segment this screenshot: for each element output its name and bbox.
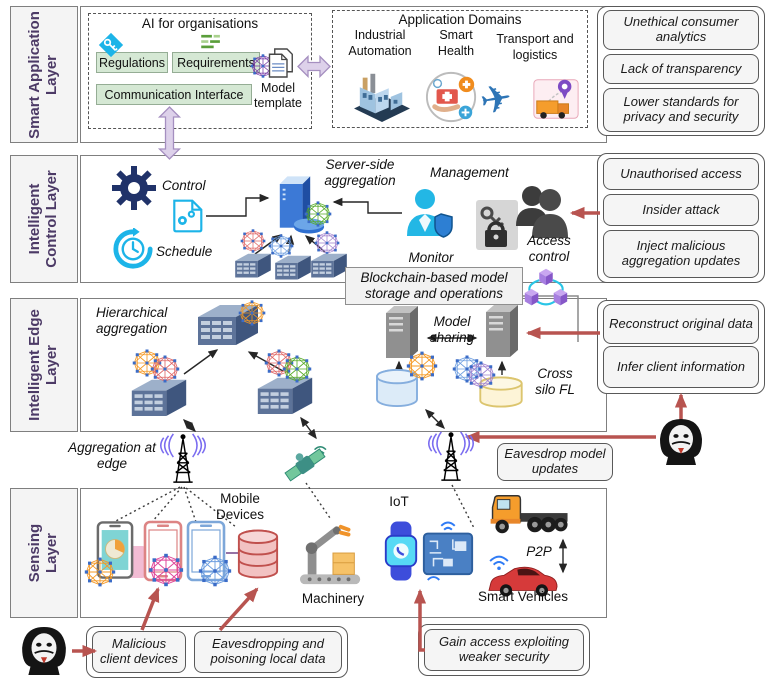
key-diamond-icon <box>98 32 124 58</box>
device-model-mesh-icon <box>84 556 116 588</box>
sensing-layer-strip: Sensing Layer <box>10 488 78 618</box>
cross-silo-fl-label: Cross silo FL <box>535 365 575 397</box>
smart-health-label: Smart Health <box>437 28 475 58</box>
schedule-label: Schedule <box>156 244 213 259</box>
base-station-icon <box>156 430 210 486</box>
edge-layer-label: Intelligent Edge Layer <box>26 309 60 421</box>
sensing-layer-label: Sensing Layer <box>26 523 60 583</box>
app-domain-flow-arrow-icon <box>297 55 331 78</box>
wifi-icon <box>489 555 509 570</box>
robot-arm-icon <box>299 524 361 585</box>
circuit-board-icon <box>422 521 474 581</box>
transport-logistics-label: Transport and logistics <box>496 32 574 62</box>
smart-vehicles-label: Smart Vehicles <box>477 588 569 604</box>
requirements-module: Requirements <box>172 52 260 73</box>
monitor-admin-icon <box>407 189 453 238</box>
model-sharing-label: Model sharing <box>429 313 475 345</box>
access-control-icon <box>476 186 568 250</box>
threat-eavesdropping-poisoning: Eavesdropping and poisoning local data <box>194 631 342 673</box>
regulations-module: Regulations <box>96 52 168 73</box>
transport-truck-map-icon <box>533 79 579 119</box>
blockchain-icon <box>524 268 568 306</box>
application-domains-title: Application Domains <box>398 11 522 27</box>
threat-inject-malicious-updates: Inject malicious aggregation updates <box>603 230 759 278</box>
app-layer-label: Smart Application Layer <box>26 10 60 139</box>
base-station-icon <box>424 428 478 484</box>
silo-model-mesh-icon <box>406 350 438 382</box>
requirements-icon <box>201 34 220 49</box>
threat-infer-client-info: Infer client information <box>603 346 759 388</box>
application-domains-box <box>332 10 588 128</box>
communication-interface-module: Communication Interface <box>96 84 252 105</box>
threat-gain-access: Gain access exploiting weaker security <box>424 629 584 671</box>
edge-layer-strip: Intelligent Edge Layer <box>10 298 78 432</box>
smartwatch-icon <box>384 521 418 581</box>
worker-server-icon <box>234 250 272 280</box>
threat-lower-standards: Lower standards for privacy and security <box>603 88 759 132</box>
smart-health-icon <box>425 71 477 123</box>
satellite-icon <box>284 446 327 482</box>
aggregated-model-mesh-icon <box>304 200 332 228</box>
silo-model-mesh-icon <box>466 360 496 390</box>
p2p-label: P2P <box>526 543 552 559</box>
control-layer-strip: Intelligent Control Layer <box>10 155 78 283</box>
industrial-automation-label: Industrial Automation <box>348 28 412 58</box>
worker-server-icon <box>310 250 348 280</box>
worker-server-icon <box>274 252 312 282</box>
hierarchical-aggregation-label: Hierarchical aggregation <box>96 305 168 337</box>
control-layer-label: Intelligent Control Layer <box>26 170 60 268</box>
management-label: Management <box>430 165 509 180</box>
threat-eavesdrop-updates: Eavesdrop model updates <box>497 443 613 481</box>
plane-icon: ✈ <box>476 76 516 124</box>
hacker-icon <box>20 626 68 676</box>
factory-icon <box>354 73 410 122</box>
smart-car-icon <box>488 566 558 597</box>
edge-model-mesh-icon <box>238 299 266 327</box>
threat-insider-attack: Insider attack <box>603 194 759 226</box>
device-model-mesh-icon <box>198 554 232 588</box>
silo-server-icon <box>482 305 522 359</box>
server-side-aggregation-label: Server-side aggregation <box>324 156 396 188</box>
iot-label: IoT <box>389 493 409 509</box>
edge-model-mesh-icon <box>282 354 312 384</box>
aggregation-at-edge-label: Aggregation at edge <box>68 439 156 471</box>
access-control-label: Access control <box>527 232 571 264</box>
monitor-label: Monitor <box>408 249 454 265</box>
app-control-flow-arrow-icon <box>157 106 182 160</box>
schedule-clock-icon <box>113 228 153 269</box>
model-template-label: Model template <box>254 80 302 110</box>
truck-icon <box>490 495 568 534</box>
mobile-devices-label: Mobile Devices <box>215 490 264 522</box>
threat-unethical-analytics: Unethical consumer analytics <box>603 10 759 50</box>
hacker-icon <box>658 418 704 466</box>
control-gear-icon <box>112 166 156 210</box>
blockchain-storage-label: Blockchain-based model storage and opera… <box>345 267 523 305</box>
app-layer-strip: Smart Application Layer <box>10 6 78 143</box>
threat-lack-transparency: Lack of transparency <box>603 54 759 84</box>
model-template-doc-icon <box>268 48 293 78</box>
threat-unauthorised-access: Unauthorised access <box>603 158 759 190</box>
local-data-store-icon <box>237 529 279 579</box>
threat-reconstruct-data: Reconstruct original data <box>603 304 759 344</box>
machinery-label: Machinery <box>301 590 365 606</box>
control-label: Control <box>162 178 206 193</box>
ai-organisations-title: AI for organisations <box>141 15 259 31</box>
edge-model-mesh-icon <box>150 354 180 384</box>
threat-malicious-clients: Malicious client devices <box>92 631 186 673</box>
silo-database-icon <box>376 368 418 408</box>
schedule-config-file-icon <box>173 199 203 233</box>
device-model-mesh-icon <box>148 552 184 588</box>
